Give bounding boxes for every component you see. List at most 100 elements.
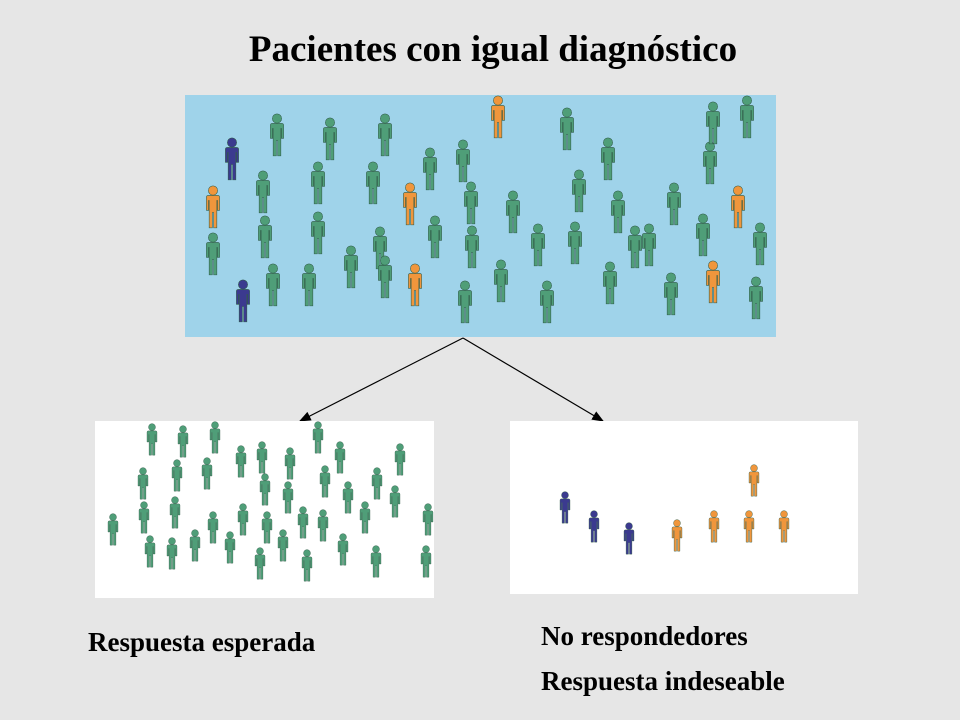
person-icon	[456, 139, 470, 183]
person-icon	[494, 259, 508, 303]
person-icon	[169, 496, 181, 529]
person-icon	[206, 232, 220, 276]
person-icon	[319, 465, 331, 498]
person-icon	[628, 225, 642, 269]
person-icon	[696, 213, 710, 257]
person-icon	[138, 501, 150, 534]
person-icon	[560, 107, 574, 151]
person-icon	[277, 529, 289, 562]
person-icon	[225, 137, 239, 181]
person-icon	[284, 447, 296, 480]
person-icon	[559, 491, 571, 524]
person-icon	[344, 245, 358, 289]
arrow-to-expected-response	[298, 337, 464, 422]
person-icon	[378, 113, 392, 157]
undesirable-response-label: Respuesta indeseable	[541, 666, 785, 696]
person-icon	[317, 509, 329, 542]
person-icon	[224, 531, 236, 564]
person-icon	[740, 95, 754, 139]
person-icon	[428, 215, 442, 259]
person-icon	[458, 280, 472, 324]
person-icon	[623, 522, 635, 555]
person-icon	[311, 211, 325, 255]
person-icon	[420, 545, 432, 578]
person-icon	[171, 459, 183, 492]
person-icon	[671, 519, 683, 552]
person-icon	[568, 221, 582, 265]
person-icon	[209, 421, 221, 454]
person-icon	[236, 279, 250, 323]
person-icon	[748, 464, 760, 497]
person-icon	[254, 547, 266, 580]
person-icon	[282, 481, 294, 514]
person-icon	[601, 137, 615, 181]
person-icon	[611, 190, 625, 234]
person-icon	[464, 181, 478, 225]
person-icon	[667, 182, 681, 226]
person-icon	[302, 263, 316, 307]
expected-response-figure	[107, 421, 434, 582]
person-icon	[297, 506, 309, 539]
person-icon	[258, 215, 272, 259]
expected-response-label: Respuesta esperada	[88, 627, 316, 657]
person-icon	[256, 441, 268, 474]
person-icon	[540, 280, 554, 324]
person-icon	[201, 457, 213, 490]
non-responders-label: No respondedores	[541, 621, 748, 651]
person-icon	[506, 190, 520, 234]
non-responders-panel	[510, 421, 858, 594]
person-icon	[642, 223, 656, 267]
person-icon	[270, 113, 284, 157]
person-icon	[237, 503, 249, 536]
person-icon	[146, 423, 158, 456]
person-icon	[371, 467, 383, 500]
person-icon	[706, 260, 720, 304]
person-icon	[749, 276, 763, 320]
person-icon	[166, 537, 178, 570]
person-icon	[107, 513, 119, 546]
patient-population-panel	[185, 95, 776, 337]
person-icon	[144, 535, 156, 568]
person-icon	[311, 161, 325, 205]
person-icon	[301, 549, 313, 582]
non-responders-figure	[559, 464, 790, 555]
person-icon	[572, 169, 586, 213]
person-icon	[403, 182, 417, 226]
expected-response-panel	[95, 421, 434, 598]
person-icon	[778, 510, 790, 543]
person-icon	[664, 272, 678, 316]
person-icon	[743, 510, 755, 543]
person-icon	[137, 467, 149, 500]
person-icon	[731, 185, 745, 229]
person-icon	[207, 511, 219, 544]
person-icon	[408, 263, 422, 307]
slide-title: Pacientes con igual diagnóstico	[248, 29, 738, 70]
person-icon	[366, 161, 380, 205]
person-icon	[189, 529, 201, 562]
person-icon	[706, 101, 720, 145]
person-icon	[261, 511, 273, 544]
person-icon	[337, 533, 349, 566]
person-icon	[389, 485, 401, 518]
person-icon	[323, 117, 337, 161]
person-icon	[177, 425, 189, 458]
person-icon	[256, 170, 270, 214]
person-icon	[423, 147, 437, 191]
person-icon	[708, 510, 720, 543]
arrow-to-non-responders	[462, 337, 605, 422]
person-icon	[378, 255, 392, 299]
person-icon	[235, 445, 247, 478]
person-icon	[465, 225, 479, 269]
person-icon	[394, 443, 406, 476]
person-icon	[603, 261, 617, 305]
person-icon	[334, 441, 346, 474]
person-icon	[531, 223, 545, 267]
person-icon	[342, 481, 354, 514]
patient-population-figure	[206, 95, 767, 324]
person-icon	[491, 95, 505, 139]
person-icon	[588, 510, 600, 543]
person-icon	[753, 222, 767, 266]
person-icon	[359, 501, 371, 534]
person-icon	[422, 503, 434, 536]
person-icon	[370, 545, 382, 578]
